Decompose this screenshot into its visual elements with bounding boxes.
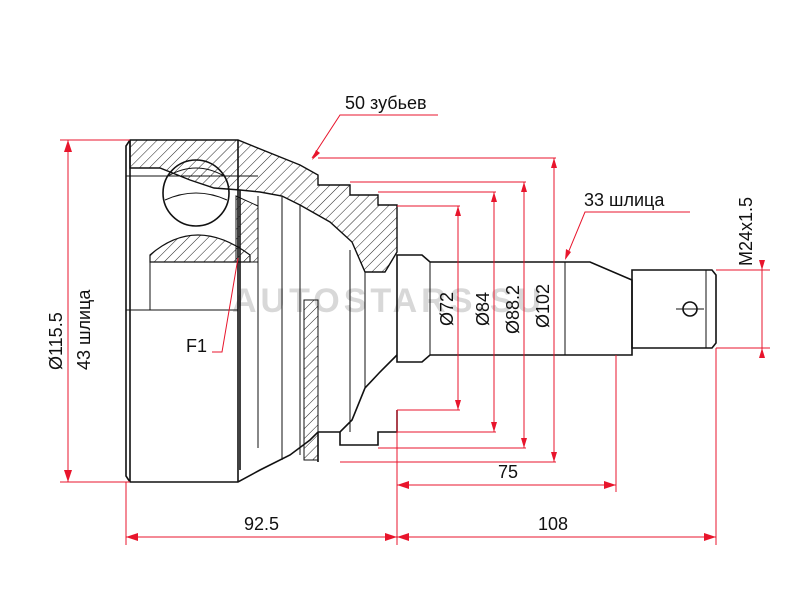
outer-diameter-label: Ø115.5 (46, 312, 66, 370)
ball-cage (149, 159, 259, 310)
d84-label: Ø84 (473, 292, 493, 326)
thread-label: M24x1.5 (736, 197, 756, 266)
flange-mark-label: F1 (186, 336, 207, 356)
len-92-label: 92.5 (244, 514, 279, 534)
shaft (396, 254, 717, 363)
d88-label: Ø88.2 (503, 285, 523, 334)
teeth-label: 50 зубьев (345, 93, 427, 113)
shaft-splines-label: 33 шлица (584, 190, 665, 210)
d102-label: Ø102 (533, 284, 553, 328)
len-108-label: 108 (538, 514, 568, 534)
labels: 50 зубьев 33 шлица M24x1.5 Ø115.5 43 шли… (46, 93, 756, 534)
len-75-label: 75 (498, 462, 518, 482)
d72-label: Ø72 (437, 292, 457, 326)
dimensions (60, 114, 770, 545)
inner-splines-label: 43 шлица (74, 289, 94, 370)
abs-ring (303, 299, 319, 461)
watermark: AUTOSTARS.SU (232, 282, 545, 320)
